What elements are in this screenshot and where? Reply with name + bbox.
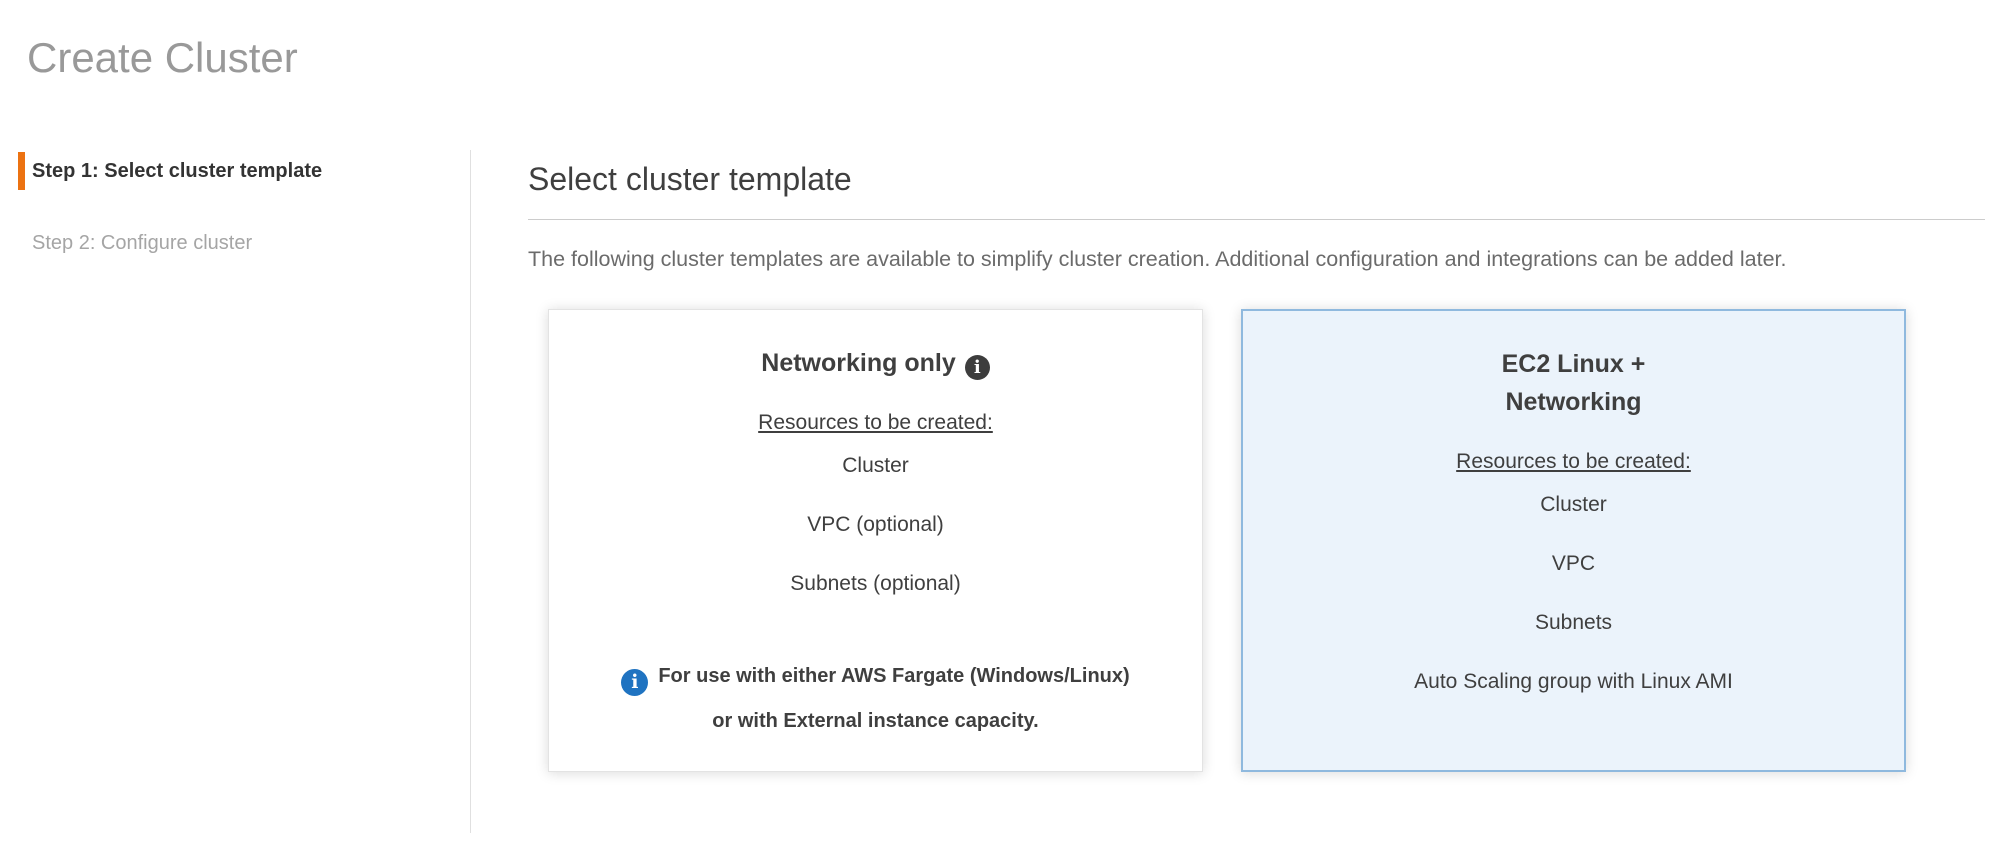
resources-label: Resources to be created: [1456,450,1691,473]
card-note: i For use with either AWS Fargate (Window… [549,654,1202,744]
step-2-configure-cluster[interactable]: Step 2: Configure cluster [32,232,253,254]
resource-item: Auto Scaling group with Linux AMI [1414,670,1733,693]
wizard-layout: Step 1: Select cluster template Step 2: … [0,150,1999,833]
info-icon[interactable]: i [964,355,990,380]
resource-item: Subnets (optional) [790,572,961,595]
resource-item: Cluster [842,454,909,477]
card-networking-only[interactable]: Networking only i Resources to be created… [548,309,1203,772]
card-title-line-1: EC2 Linux + [1501,350,1646,378]
heading-divider [528,219,1985,220]
section-heading: Select cluster template [528,161,852,197]
card-title: Networking only i [549,344,1202,382]
main-content: Select cluster template The following cl… [470,150,1999,833]
resources-label: Resources to be created: [758,411,993,434]
step-1-select-cluster-template[interactable]: Step 1: Select cluster template [18,152,470,190]
resource-item: Cluster [1540,493,1607,516]
card-note-line-1: i For use with either AWS Fargate (Window… [549,654,1202,699]
card-title: EC2 Linux + Networking [1243,345,1904,421]
cluster-template-cards: Networking only i Resources to be created… [548,309,1985,772]
card-title-line-2: Networking [1505,388,1642,416]
card-note-text: For use with either AWS Fargate (Windows… [658,665,1130,687]
resource-item: VPC (optional) [807,513,944,536]
card-ec2-linux-networking[interactable]: EC2 Linux + Networking Resources to be c… [1241,309,1906,772]
wizard-steps-sidebar: Step 1: Select cluster template Step 2: … [0,150,470,833]
card-title-label: Networking only [761,349,956,377]
resource-item: VPC [1551,552,1596,575]
info-icon: i [621,669,649,696]
page-title: Create Cluster [27,34,298,81]
section-description: The following cluster templates are avai… [528,247,1787,271]
card-note-line-2: or with External instance capacity. [712,710,1039,732]
resource-item: Subnets [1534,611,1613,634]
